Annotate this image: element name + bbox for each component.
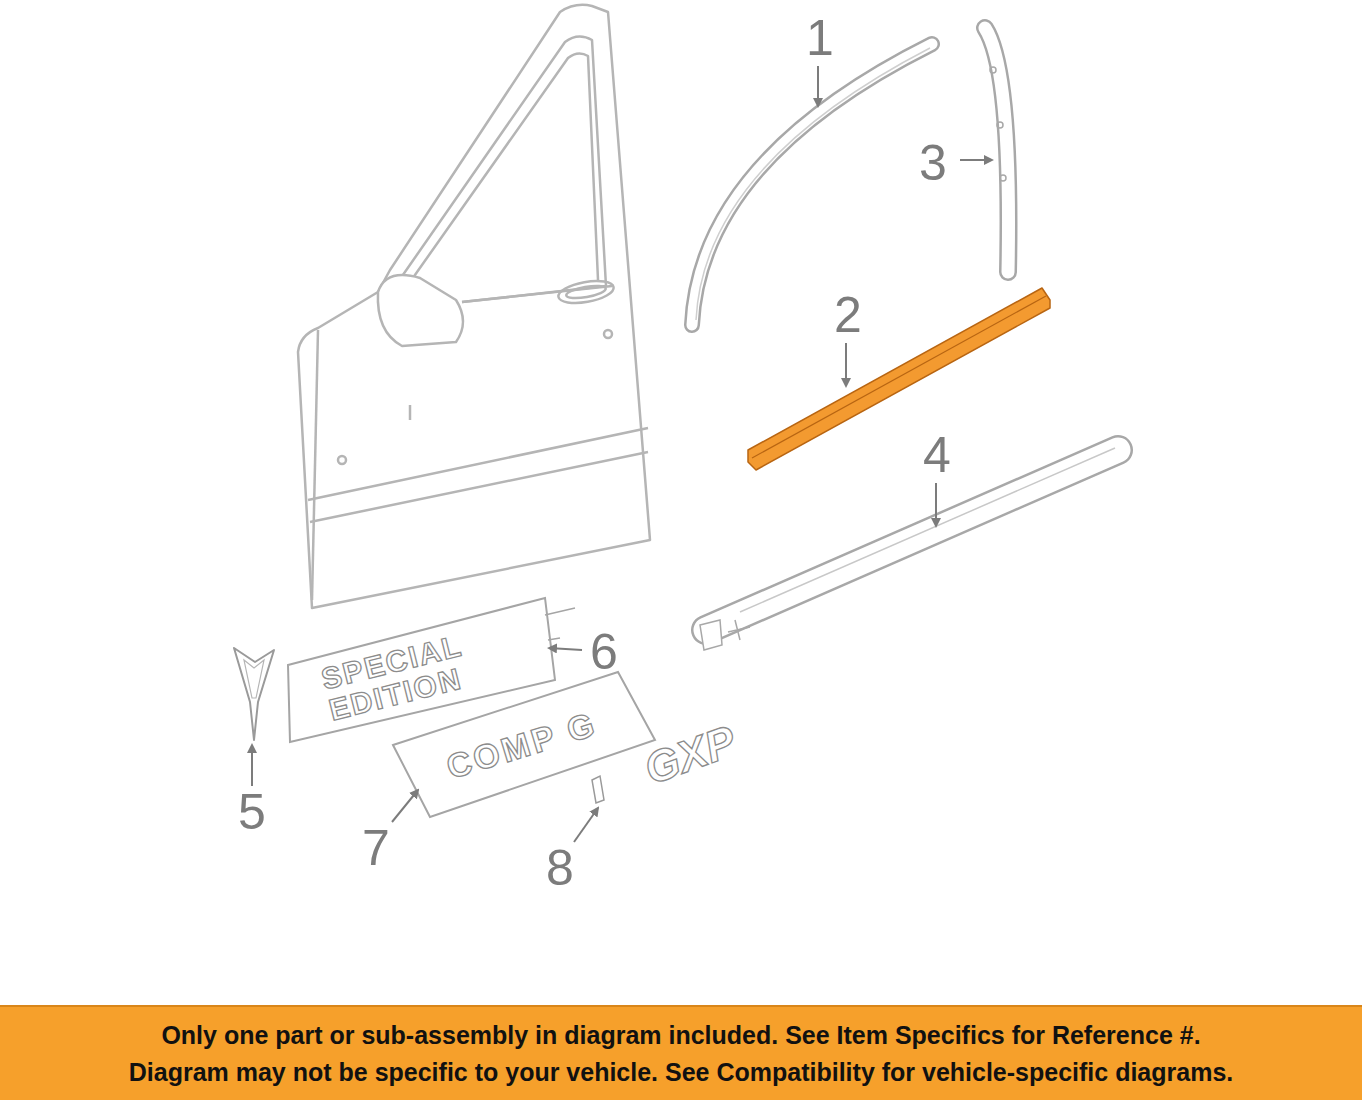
callout-number: 7 [362, 823, 390, 873]
callout-number: 8 [546, 843, 574, 893]
callout-number: 1 [806, 13, 834, 63]
notice-text: Only one part or sub-assembly in diagram… [161, 1017, 1200, 1053]
notice-band: Only one part or sub-assembly in diagram… [0, 1005, 1362, 1100]
callout-number: 6 [590, 627, 618, 677]
callout-number: 2 [834, 290, 862, 340]
callout-number: 3 [919, 138, 947, 188]
callout-number: 5 [238, 787, 266, 837]
badge-text: GXP [638, 717, 741, 792]
callout-number: 4 [923, 430, 951, 480]
notice-text: Diagram may not be specific to your vehi… [129, 1054, 1234, 1090]
